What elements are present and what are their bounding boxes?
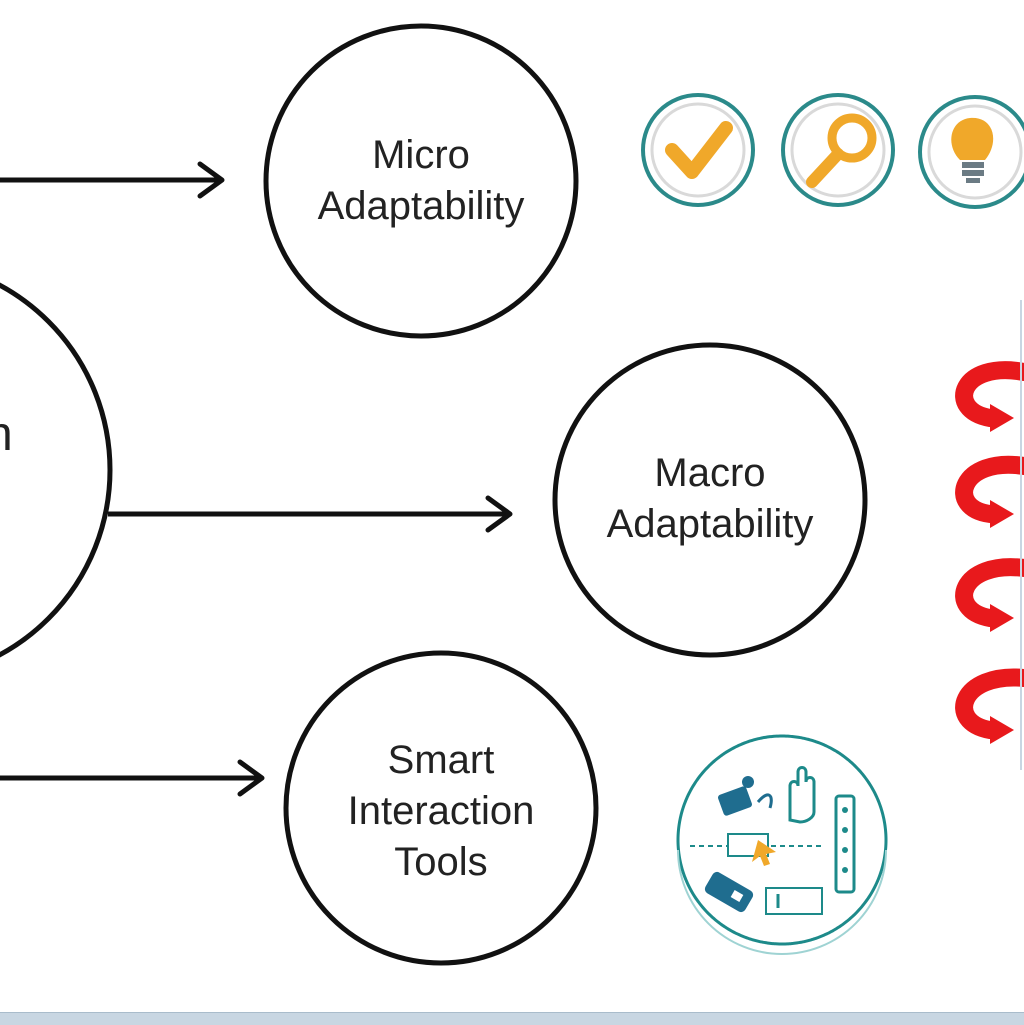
macro-adaptability-label: Macro Adaptability	[570, 448, 850, 550]
right-edge-divider	[1020, 300, 1022, 770]
checkmark-icon	[641, 93, 755, 207]
micro-line1: Micro	[372, 133, 470, 177]
micro-line2: Adaptability	[317, 184, 525, 229]
smart-line1: Smart	[387, 738, 495, 782]
curved-arrow-icon	[955, 558, 1024, 632]
connector-to-smart-tools	[0, 759, 265, 797]
macro-line1: Macro	[654, 451, 766, 495]
smart-line2: Interaction	[347, 789, 535, 834]
macro-line2: Adaptability	[606, 502, 814, 547]
smart-interaction-tools-label: Smart Interaction Tools	[301, 735, 581, 889]
connector-to-micro	[0, 161, 225, 199]
micro-adaptability-label: Micro Adaptability	[281, 130, 561, 232]
curved-arrow-icon	[955, 668, 1024, 744]
curved-arrow-icon	[955, 361, 1024, 432]
magnifier-icon	[781, 93, 895, 207]
bottom-bar	[0, 1012, 1024, 1025]
center-node-label-text: n	[0, 404, 26, 465]
lightbulb-icon	[918, 95, 1024, 209]
micro-adaptability-node	[263, 23, 579, 339]
interaction-tools-icon	[676, 734, 888, 955]
center-node	[0, 282, 113, 658]
smart-line3: Tools	[394, 840, 488, 885]
curved-arrow-icon	[955, 455, 1024, 528]
connector-to-macro	[108, 495, 513, 533]
center-node-label: n	[0, 404, 26, 465]
macro-adaptability-node	[552, 342, 868, 658]
smart-interaction-tools-node	[283, 650, 599, 966]
